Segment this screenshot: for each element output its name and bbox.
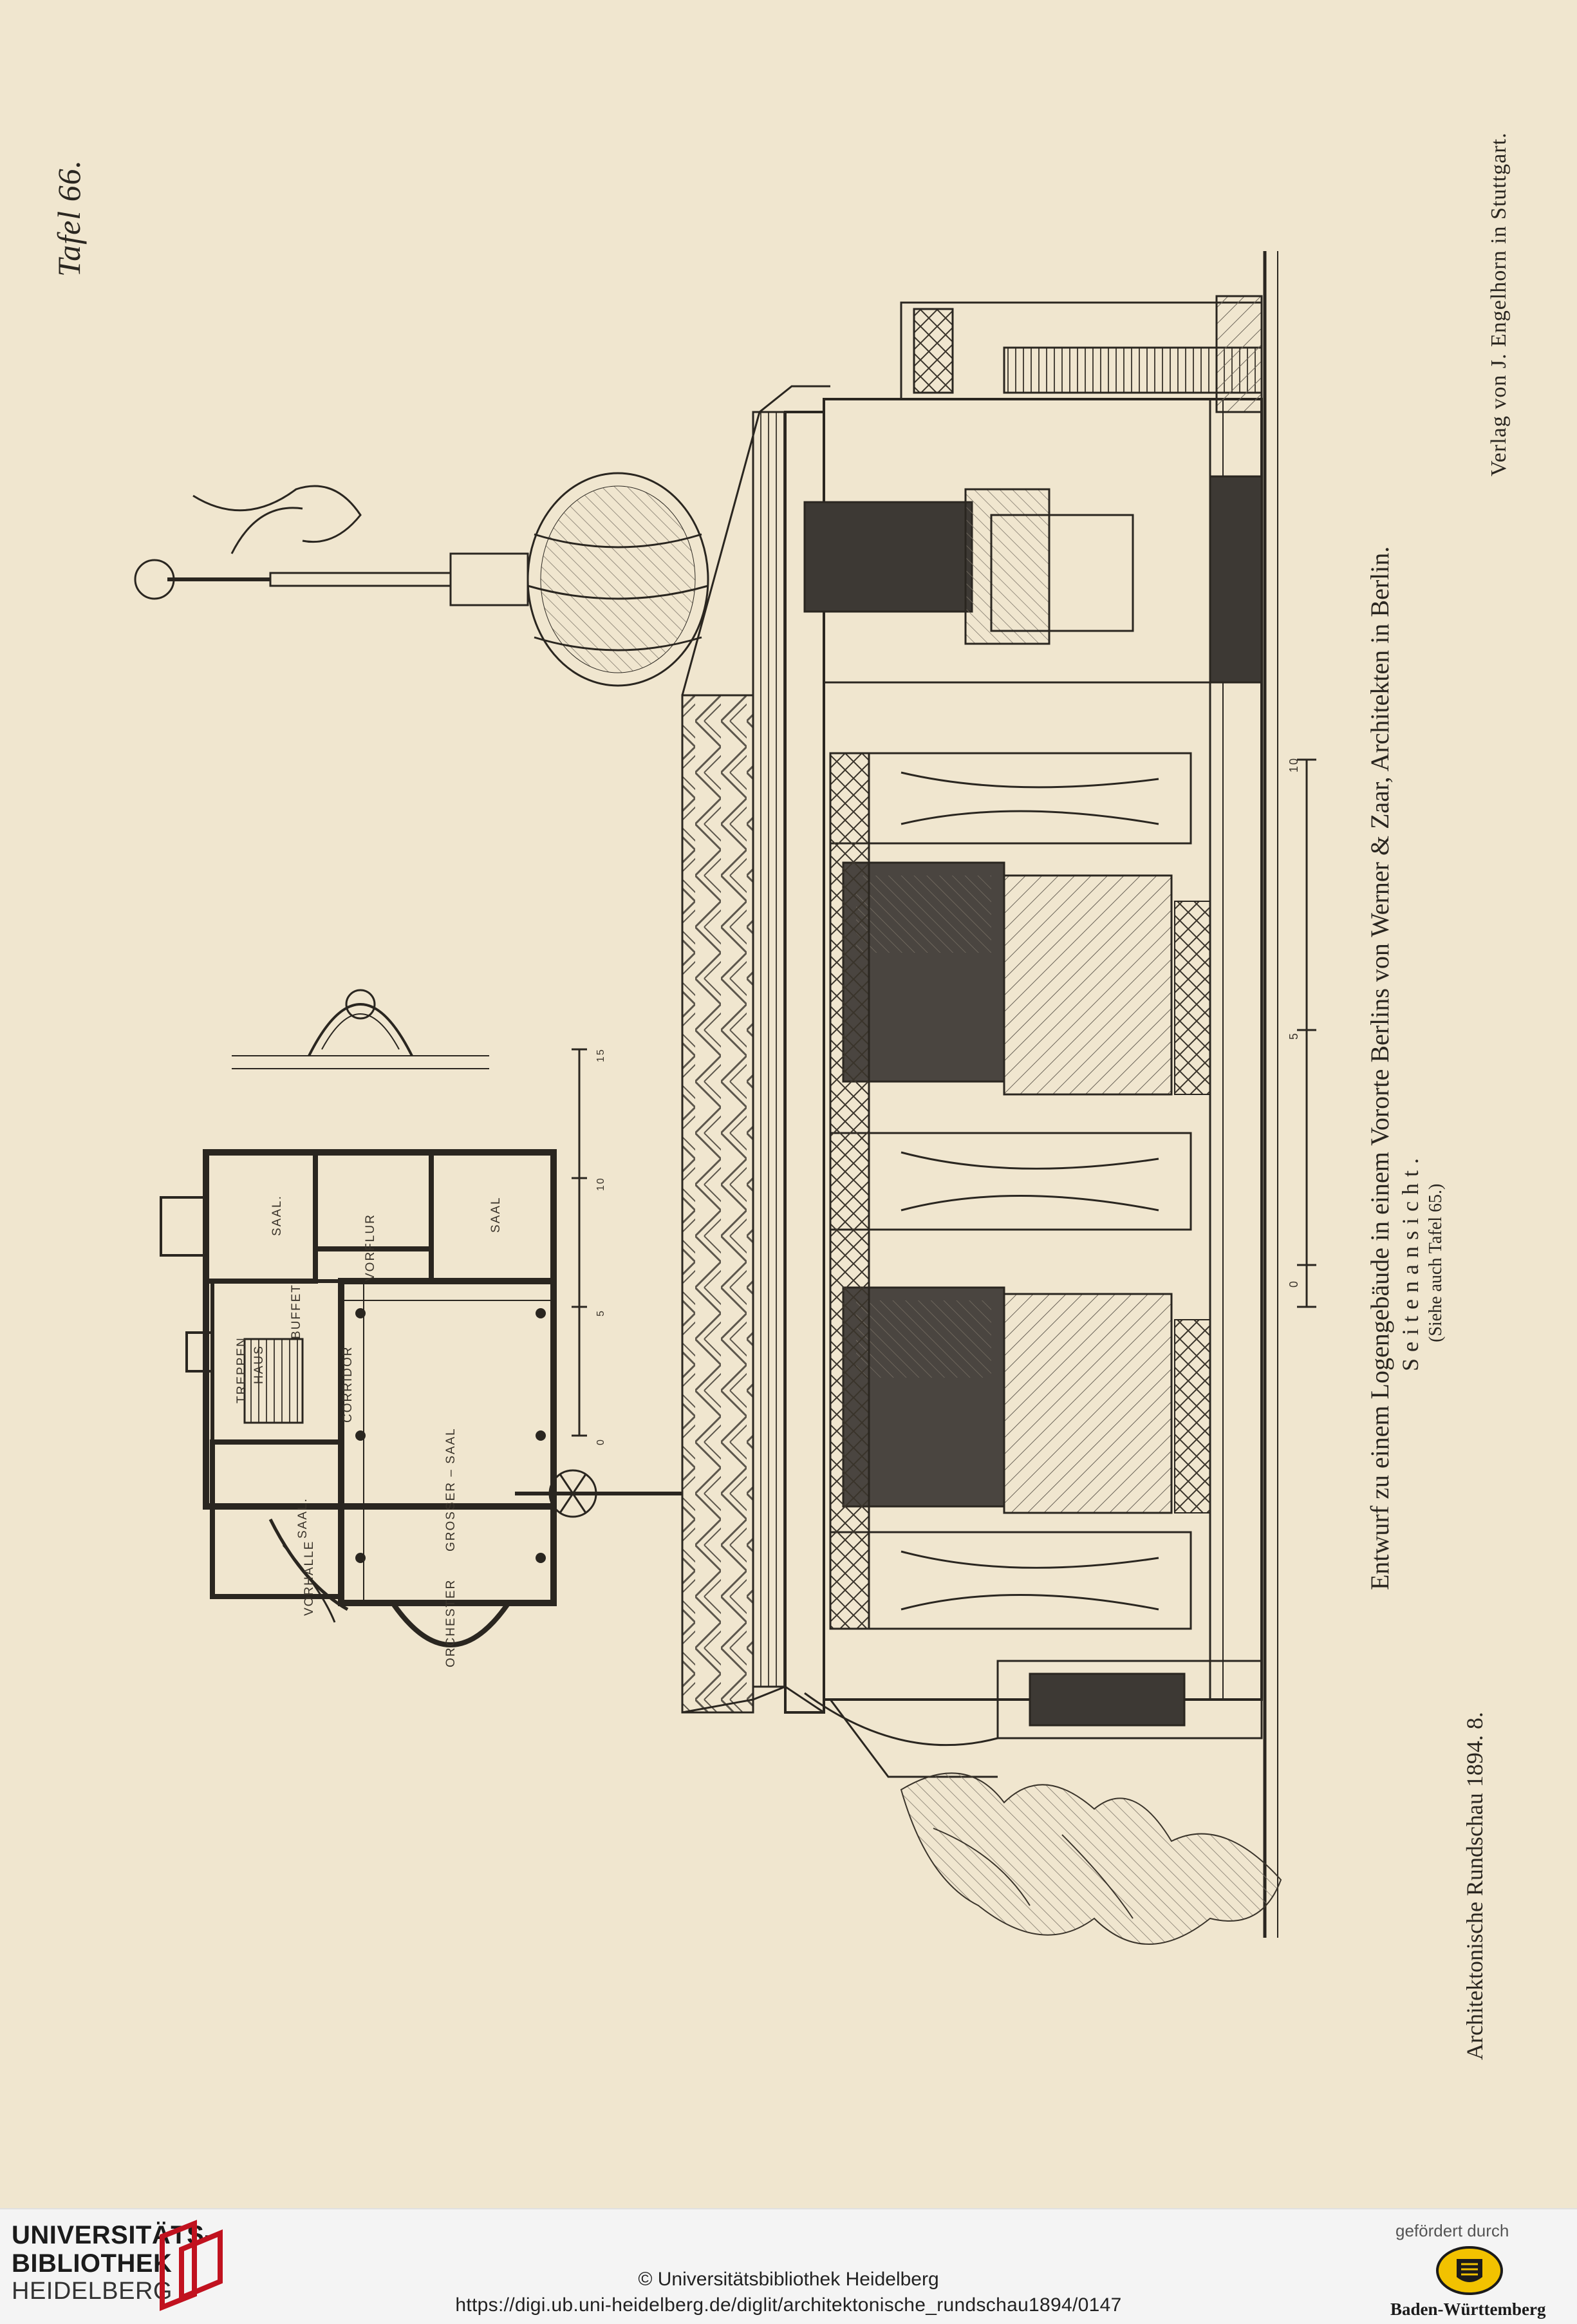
publisher-line: Verlag von J. Engelhorn in Stuttgart.	[1487, 132, 1511, 476]
plan-label-saal-top: SAAL.	[270, 1195, 284, 1236]
plan-scale-label: 10	[595, 1177, 606, 1191]
window-bay-upper	[842, 861, 1211, 1096]
plan-label-buffet: BUFFET	[290, 1284, 303, 1339]
plan-label-vorflur: VORFLUR	[364, 1214, 377, 1281]
plan-scale-label: 15	[595, 1048, 606, 1062]
plan-label-saal-right: SAAL	[489, 1196, 503, 1233]
elevation-scale-label: 5	[1287, 1031, 1300, 1040]
copyright-text: © Universitätsbibliothek Heidelberg	[638, 2269, 939, 2290]
sponsor-name: Baden-Württemberg	[1390, 2300, 1546, 2319]
plan-label-vorhalle: VORHALLE	[303, 1540, 316, 1616]
journal-line: Architektonische Rundschau 1894. 8.	[1462, 1712, 1488, 2060]
plan-label-haus: HAUS	[252, 1345, 266, 1384]
side-elevation	[134, 251, 1282, 1945]
plan-label-orchester: ORCHESTER	[444, 1579, 458, 1667]
plan-label-corridor: CORRIDOR	[341, 1345, 355, 1423]
dome	[134, 472, 709, 687]
tower-block	[803, 295, 1263, 684]
plan-scale-bar	[572, 1048, 587, 1437]
elevation-scale-bar	[1297, 758, 1316, 1308]
footer-bar: UNIVERSITÄTS- BIBLIOTHEK HEIDELBERG © Un…	[0, 2208, 1577, 2324]
reference-caption: (Siehe auch Tafel 65.)	[1426, 1183, 1446, 1342]
plan-label-saal-bottom: SAAL.	[296, 1497, 310, 1539]
plate-page: SAAL. VORFLUR SAAL BUFFET CORRIDOR TREPP…	[51, 132, 1511, 2060]
source-url-link[interactable]: https://digi.ub.uni-heidelberg.de/diglit…	[455, 2294, 1122, 2316]
plan-label-grosser-saal: GROSSER – SAAL	[444, 1427, 458, 1551]
library-logo-icon[interactable]	[156, 2217, 227, 2314]
plate-title: Entwurf zu einem Logengebäude in einem V…	[1365, 546, 1394, 1590]
plan-scale-label: 5	[595, 1309, 606, 1317]
elevation-scale-label: 10	[1287, 756, 1300, 773]
plate-number: Tafel 66.	[51, 159, 87, 277]
library-name-line-1: UNIVERSITÄTS-	[12, 2221, 214, 2249]
library-name-line-3: HEIDELBERG	[12, 2278, 173, 2305]
baden-wuerttemberg-crest-icon[interactable]	[1434, 2245, 1505, 2296]
floor-plan	[160, 989, 557, 1647]
architectural-drawing	[134, 251, 1316, 1945]
elevation-scale-label: 0	[1287, 1279, 1300, 1288]
sponsor-label: gefördert durch	[1395, 2221, 1509, 2240]
window-bay-lower	[842, 1286, 1211, 1514]
view-caption: Seitenansicht.	[1397, 1152, 1423, 1371]
plan-label-treppen: TREPPEN	[235, 1336, 248, 1403]
plan-scale-label: 0	[595, 1438, 606, 1445]
library-name-line-2: BIBLIOTHEK	[12, 2249, 173, 2278]
